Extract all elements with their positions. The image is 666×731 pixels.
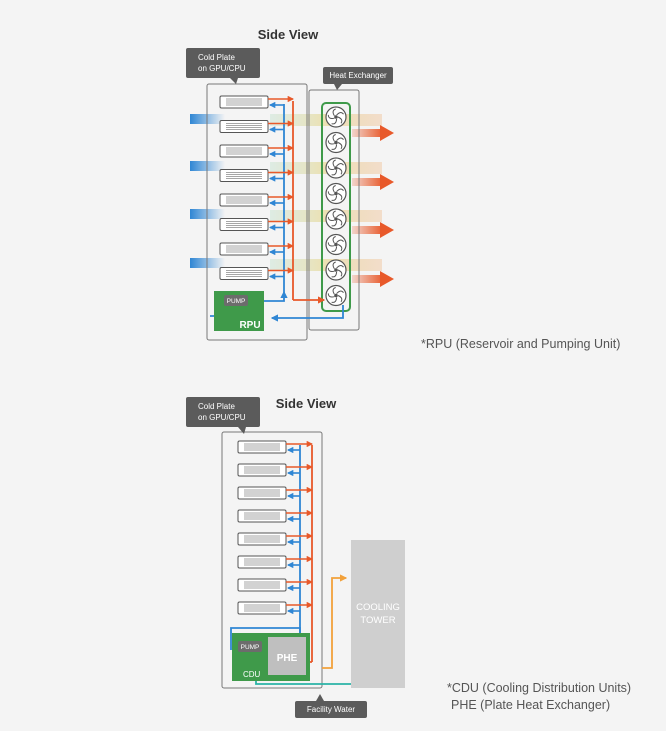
bottom-cold-plate-callout: Cold Plate on GPU/CPU [186, 397, 260, 434]
bottom-callout-line-2: on GPU/CPU [198, 413, 246, 422]
bottom-cold-plate-2 [237, 463, 287, 477]
hot-air-out-2 [352, 174, 394, 190]
bottom-branch-8 [286, 601, 314, 615]
top-callout-line-2: on GPU/CPU [198, 64, 246, 73]
top-cold-plate-4 [219, 169, 269, 182]
phe-unit [268, 637, 306, 675]
fan-icon-7 [325, 259, 347, 281]
airflow-row-4 [190, 258, 382, 271]
bottom-cold-plate-6 [237, 555, 287, 569]
bottom-branch-4 [286, 509, 314, 523]
fan-icon-1 [325, 106, 347, 128]
bottom-cold-plate-3 [237, 486, 287, 500]
fan-icon-3 [325, 157, 347, 179]
cdu-label: CDU [243, 670, 261, 679]
fan-icon-6 [325, 233, 347, 256]
bottom-branch-6 [286, 555, 314, 569]
top-cold-plate-callout: Cold Plate on GPU/CPU [186, 48, 260, 84]
top-cold-plate-3 [219, 144, 269, 158]
top-branch-7 [268, 242, 295, 256]
fan-icon-2 [325, 131, 347, 154]
airflow-row-3 [190, 209, 382, 222]
bottom-cold-plate-5 [237, 532, 287, 546]
top-branch-8 [268, 267, 295, 280]
cooling-tower-label-1: COOLING [356, 602, 400, 613]
bottom-pump-label: PUMP [241, 644, 260, 651]
cooling-tower-label-2: TOWER [360, 615, 395, 626]
bottom-cold-plates [237, 440, 287, 615]
top-pipes [210, 95, 344, 322]
bottom-branch-1 [286, 440, 314, 454]
top-branch-2 [268, 120, 295, 133]
top-rack [206, 83, 308, 341]
bottom-branch-2 [286, 463, 314, 477]
top-pump-label: PUMP [227, 298, 246, 305]
top-cold-plate-6 [219, 218, 269, 231]
bottom-cold-plate-4 [237, 509, 287, 523]
bottom-branches [286, 440, 314, 615]
facility-water-label: Facility Water [307, 705, 355, 714]
hot-air-out-4 [352, 271, 394, 287]
rpu-label: RPU [239, 320, 260, 331]
top-branch-1 [268, 95, 295, 109]
top-pump [224, 295, 248, 306]
fan-icon-4 [325, 182, 347, 205]
bottom-branch-3 [286, 486, 314, 500]
bottom-cold-plate-8 [237, 601, 287, 615]
fan-icon-5 [325, 208, 347, 230]
cold-return-to-rpu [270, 305, 344, 322]
top-cold-plate-7 [219, 242, 269, 256]
cdu-footnote: *CDU (Cooling Distribution Units) [447, 681, 631, 695]
bottom-diagram: Side View COOLING TOWER PHE PUMP CDU Col [186, 396, 631, 718]
bottom-cold-plate-1 [237, 440, 287, 454]
cooling-tower [351, 540, 405, 688]
bottom-title: Side View [276, 396, 337, 411]
top-fans [325, 106, 347, 307]
top-branch-5 [268, 193, 295, 207]
bottom-rack [221, 431, 323, 689]
hot-air-out-1 [352, 125, 394, 141]
rpu-footnote: *RPU (Reservoir and Pumping Unit) [421, 337, 620, 351]
heat-exchanger-label: Heat Exchanger [329, 71, 387, 80]
top-branches [268, 95, 295, 280]
heat-exchanger-callout: Heat Exchanger [323, 67, 393, 90]
top-branch-4 [268, 169, 295, 182]
top-title: Side View [258, 27, 319, 42]
top-branch-3 [268, 144, 295, 158]
phe-footnote: PHE (Plate Heat Exchanger) [451, 698, 610, 712]
facility-water-callout: Facility Water [295, 694, 367, 718]
warm-water-to-tower [322, 574, 348, 669]
top-heat-exchanger-enclosure [308, 89, 360, 331]
bottom-pump [238, 641, 262, 652]
phe-label: PHE [277, 653, 298, 664]
top-cold-plate-1 [219, 95, 269, 109]
top-cold-plate-5 [219, 193, 269, 207]
top-branch-6 [268, 218, 295, 231]
bottom-branch-5 [286, 532, 314, 546]
top-diagram: Side View [186, 27, 620, 351]
bottom-branch-7 [286, 578, 314, 592]
top-callout-line-1: Cold Plate [198, 53, 235, 62]
top-cold-plates [219, 95, 269, 280]
top-cold-plate-8 [219, 267, 269, 280]
hot-air-out-3 [352, 222, 394, 238]
top-cold-plate-2 [219, 120, 269, 133]
bottom-callout-line-1: Cold Plate [198, 402, 235, 411]
fan-icon-8 [325, 284, 347, 307]
bottom-cold-plate-7 [237, 578, 287, 592]
top-heat-exchanger-coil [321, 102, 351, 312]
